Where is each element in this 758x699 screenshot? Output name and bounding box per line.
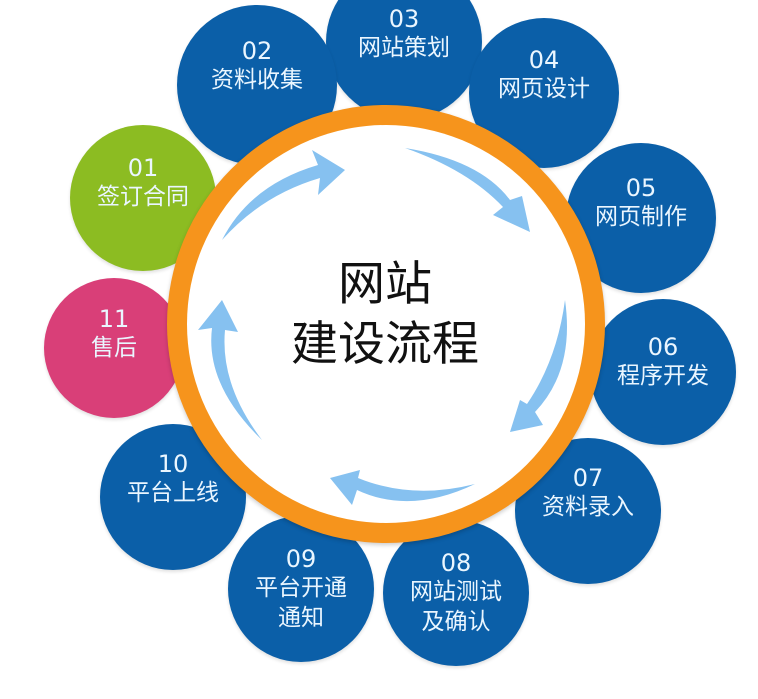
- step-label: 签订合同: [97, 184, 189, 210]
- step-08: 08 网站测试 及确认: [383, 520, 529, 666]
- step-number: 08: [440, 549, 472, 577]
- center-white-disc: [187, 125, 585, 523]
- step-label-line2: 通知: [278, 605, 324, 631]
- step-label: 网站策划: [358, 35, 450, 61]
- step-number: 11: [98, 305, 130, 333]
- step-10: 10 平台上线: [100, 424, 246, 570]
- title-line-1: 网站: [338, 257, 432, 312]
- curved-arrow-left-icon: [198, 300, 262, 440]
- step-05: 05 网页制作: [566, 143, 716, 293]
- step-03: 03 网站策划: [326, 0, 482, 120]
- step-number: 03: [388, 5, 420, 33]
- step-number: 05: [625, 174, 657, 202]
- step-label: 资料录入: [542, 494, 634, 520]
- step-label: 网页设计: [498, 76, 590, 102]
- step-label-line2: 及确认: [421, 609, 491, 635]
- step-label: 资料收集: [211, 67, 303, 93]
- step-label: 平台开通: [255, 575, 347, 601]
- step-09: 09 平台开通 通知: [228, 516, 374, 662]
- step-number: 09: [285, 545, 317, 573]
- step-number: 06: [647, 333, 679, 361]
- curved-arrow-top-right-icon: [405, 148, 530, 232]
- step-label: 程序开发: [617, 363, 709, 389]
- step-label: 网站测试: [410, 579, 502, 605]
- diagram-title: 网站 建设流程: [235, 255, 535, 375]
- step-06: 06 程序开发: [590, 299, 736, 445]
- step-01: 01 签订合同: [70, 125, 216, 271]
- step-number: 02: [241, 37, 273, 65]
- step-number: 04: [528, 46, 560, 74]
- title-line-2: 建设流程: [291, 317, 479, 372]
- step-number: 01: [127, 154, 159, 182]
- step-label: 网页制作: [595, 204, 687, 230]
- step-11: 11 售后: [44, 278, 184, 418]
- step-number: 10: [157, 450, 189, 478]
- curved-arrow-top-left-icon: [222, 150, 345, 240]
- step-number: 07: [572, 464, 604, 492]
- curved-arrow-right-icon: [510, 300, 567, 432]
- step-label: 售后: [91, 335, 137, 361]
- curved-arrow-bottom-icon: [330, 470, 475, 505]
- step-label: 平台上线: [127, 480, 219, 506]
